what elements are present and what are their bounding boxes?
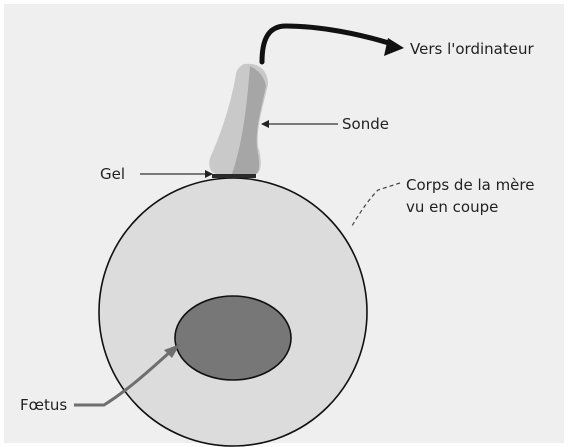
probe-shape	[209, 63, 268, 174]
label-computer: Vers l'ordinateur	[410, 40, 534, 58]
gel-layer	[212, 174, 256, 178]
probe-body-dark	[232, 66, 266, 174]
label-gel: Gel	[100, 165, 125, 183]
label-probe: Sonde	[342, 115, 389, 133]
label-body-line1: Corps de la mère	[406, 176, 534, 194]
fetus-leader-line	[74, 350, 172, 407]
label-body-line2: vu en coupe	[406, 198, 498, 216]
cable-to-computer	[259, 23, 395, 65]
fetus-shape	[174, 295, 292, 381]
cable-arrowhead	[384, 38, 404, 56]
label-fetus: Fœtus	[20, 396, 67, 414]
body-leader-line	[351, 182, 401, 227]
fetus-leader-arrowhead	[164, 344, 180, 358]
